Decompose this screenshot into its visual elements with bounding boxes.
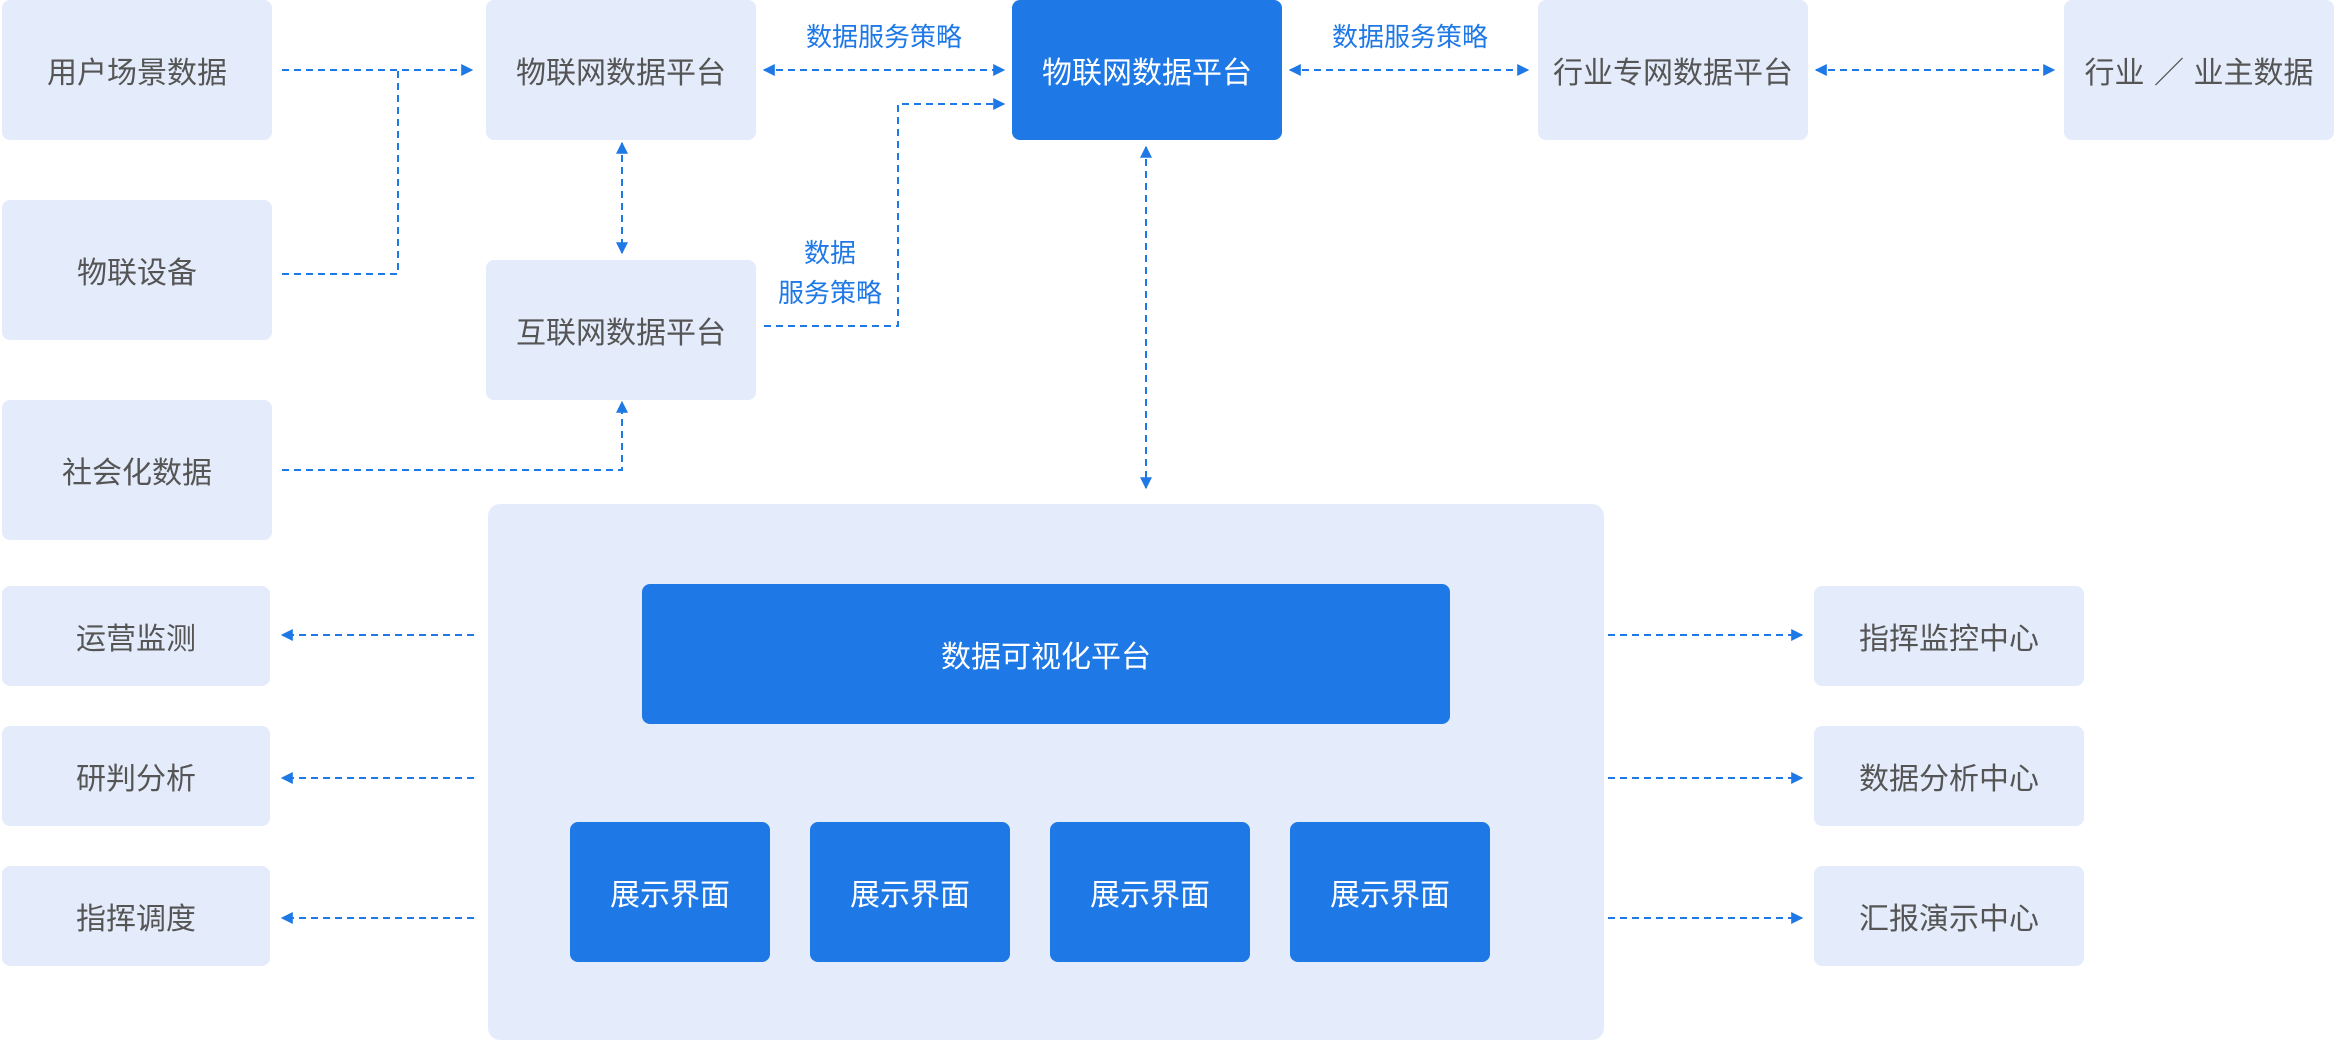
social-data-label: 社会化数据: [62, 456, 212, 491]
data-analysis-center-box: 数据分析中心: [1814, 726, 2084, 826]
display-interface-2: 展示界面: [810, 822, 1010, 962]
display-interface-1: 展示界面: [570, 822, 770, 962]
iot-devices-box: 物联设备: [2, 200, 272, 340]
display-interface-label: 展示界面: [1330, 878, 1450, 913]
user-scene-data-box: 用户场景数据: [2, 0, 272, 140]
display-interface-4: 展示界面: [1290, 822, 1490, 962]
judgment-analysis-label: 研判分析: [76, 762, 196, 797]
report-demo-center-box: 汇报演示中心: [1814, 866, 2084, 966]
display-interface-label: 展示界面: [610, 878, 730, 913]
display-interface-3: 展示界面: [1050, 822, 1250, 962]
display-interface-label: 展示界面: [850, 878, 970, 913]
visualization-platform-label: 数据可视化平台: [941, 640, 1151, 675]
strategy-label-middle-line1: 数据: [803, 239, 856, 269]
internet-data-platform-box: 互联网数据平台: [486, 260, 756, 400]
industry-owner-data-label: 行业 ／ 业主数据: [2084, 56, 2314, 91]
strategy-label-middle: 数据 服务策略: [760, 234, 900, 314]
iot-data-platform-left-box: 物联网数据平台: [486, 0, 756, 140]
command-monitor-center-box: 指挥监控中心: [1814, 586, 2084, 686]
connector-internet-to-center: [764, 98, 1006, 327]
ops-monitoring-box: 运营监测: [2, 586, 270, 686]
strategy-label-left-top: 数据服务策略: [805, 23, 962, 53]
iot-data-platform-center-box: 物联网数据平台: [1012, 0, 1282, 140]
iot-data-platform-left-label: 物联网数据平台: [516, 56, 726, 91]
industry-owner-data-box: 行业 ／ 业主数据: [2064, 0, 2334, 140]
visualization-platform-box: 数据可视化平台: [642, 584, 1450, 724]
judgment-analysis-box: 研判分析: [2, 726, 270, 826]
social-data-box: 社会化数据: [2, 400, 272, 540]
internet-data-platform-label: 互联网数据平台: [516, 316, 726, 351]
user-scene-data-label: 用户场景数据: [47, 56, 227, 91]
industry-private-network-platform-box: 行业专网数据平台: [1538, 0, 1808, 140]
data-analysis-center-label: 数据分析中心: [1859, 762, 2039, 797]
strategy-label-middle-line2: 服务策略: [777, 279, 882, 309]
command-monitor-center-label: 指挥监控中心: [1859, 622, 2039, 657]
iot-devices-label: 物联设备: [77, 256, 197, 291]
connector-iot-devices: [282, 70, 399, 275]
ops-monitoring-label: 运营监测: [76, 622, 196, 657]
command-dispatch-box: 指挥调度: [2, 866, 270, 966]
report-demo-center-label: 汇报演示中心: [1859, 902, 2039, 937]
strategy-label-right-top: 数据服务策略: [1331, 23, 1488, 53]
display-interface-label: 展示界面: [1090, 878, 1210, 913]
connector-social-to-internet: [282, 400, 628, 471]
industry-private-network-platform-label: 行业专网数据平台: [1553, 56, 1793, 91]
iot-data-platform-center-label: 物联网数据平台: [1042, 56, 1252, 91]
command-dispatch-label: 指挥调度: [76, 902, 196, 937]
